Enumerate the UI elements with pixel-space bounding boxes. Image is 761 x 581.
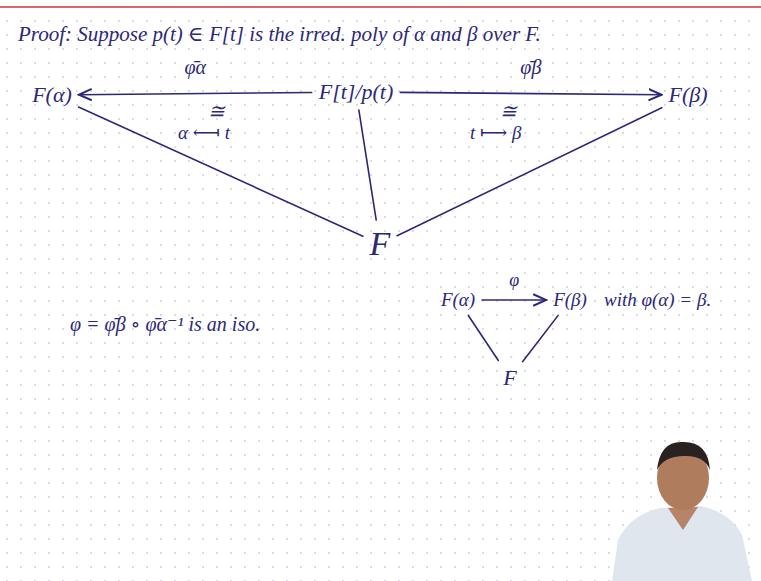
map-name: φ̄β bbox=[518, 56, 543, 79]
math-object: F[t]/p(t) bbox=[315, 77, 398, 107]
extension-line bbox=[468, 315, 498, 360]
handwritten-note: α ⟻ t bbox=[178, 121, 230, 144]
handwritten-note: ≅ bbox=[500, 99, 517, 123]
math-object: F(α) bbox=[437, 287, 479, 313]
map-arrow bbox=[400, 92, 661, 94]
node-text: F bbox=[370, 225, 391, 262]
math-object: F bbox=[366, 223, 395, 265]
math-object: F(β) bbox=[549, 287, 591, 313]
node-text: F(β) bbox=[668, 82, 707, 107]
lecturer-figure bbox=[612, 442, 752, 581]
node-text: F(β) bbox=[553, 289, 587, 310]
math-object: F(β) bbox=[664, 80, 711, 110]
node-text: F(α) bbox=[441, 289, 475, 310]
extension-line bbox=[523, 315, 559, 361]
shirt bbox=[612, 506, 752, 581]
handwritten-note: ≅ bbox=[208, 99, 225, 123]
map-name: φ bbox=[507, 270, 521, 291]
extension-line bbox=[397, 108, 662, 236]
handwritten-note: with φ(α) = β. bbox=[604, 289, 711, 311]
extension-line bbox=[359, 110, 376, 220]
math-object: F(α) bbox=[28, 80, 76, 110]
extension-line bbox=[79, 107, 363, 236]
top-rule bbox=[0, 6, 761, 8]
map-arrow bbox=[79, 92, 312, 94]
math-object: F bbox=[499, 363, 520, 393]
map-name: φ̄α bbox=[182, 56, 208, 79]
hair bbox=[657, 442, 710, 470]
neck bbox=[668, 507, 698, 530]
node-text: F[t]/p(t) bbox=[319, 79, 394, 104]
node-text: F bbox=[503, 365, 516, 390]
map-arrow bbox=[482, 299, 546, 301]
handwritten-note: Proof: Suppose p(t) ∈ F[t] is the irred.… bbox=[18, 22, 541, 47]
node-text: F(α) bbox=[32, 82, 72, 107]
handwritten-note: φ = φ̄β ∘ φ̄α⁻¹ is an iso. bbox=[70, 312, 260, 336]
handwritten-note: t ⟼ β bbox=[470, 121, 521, 144]
